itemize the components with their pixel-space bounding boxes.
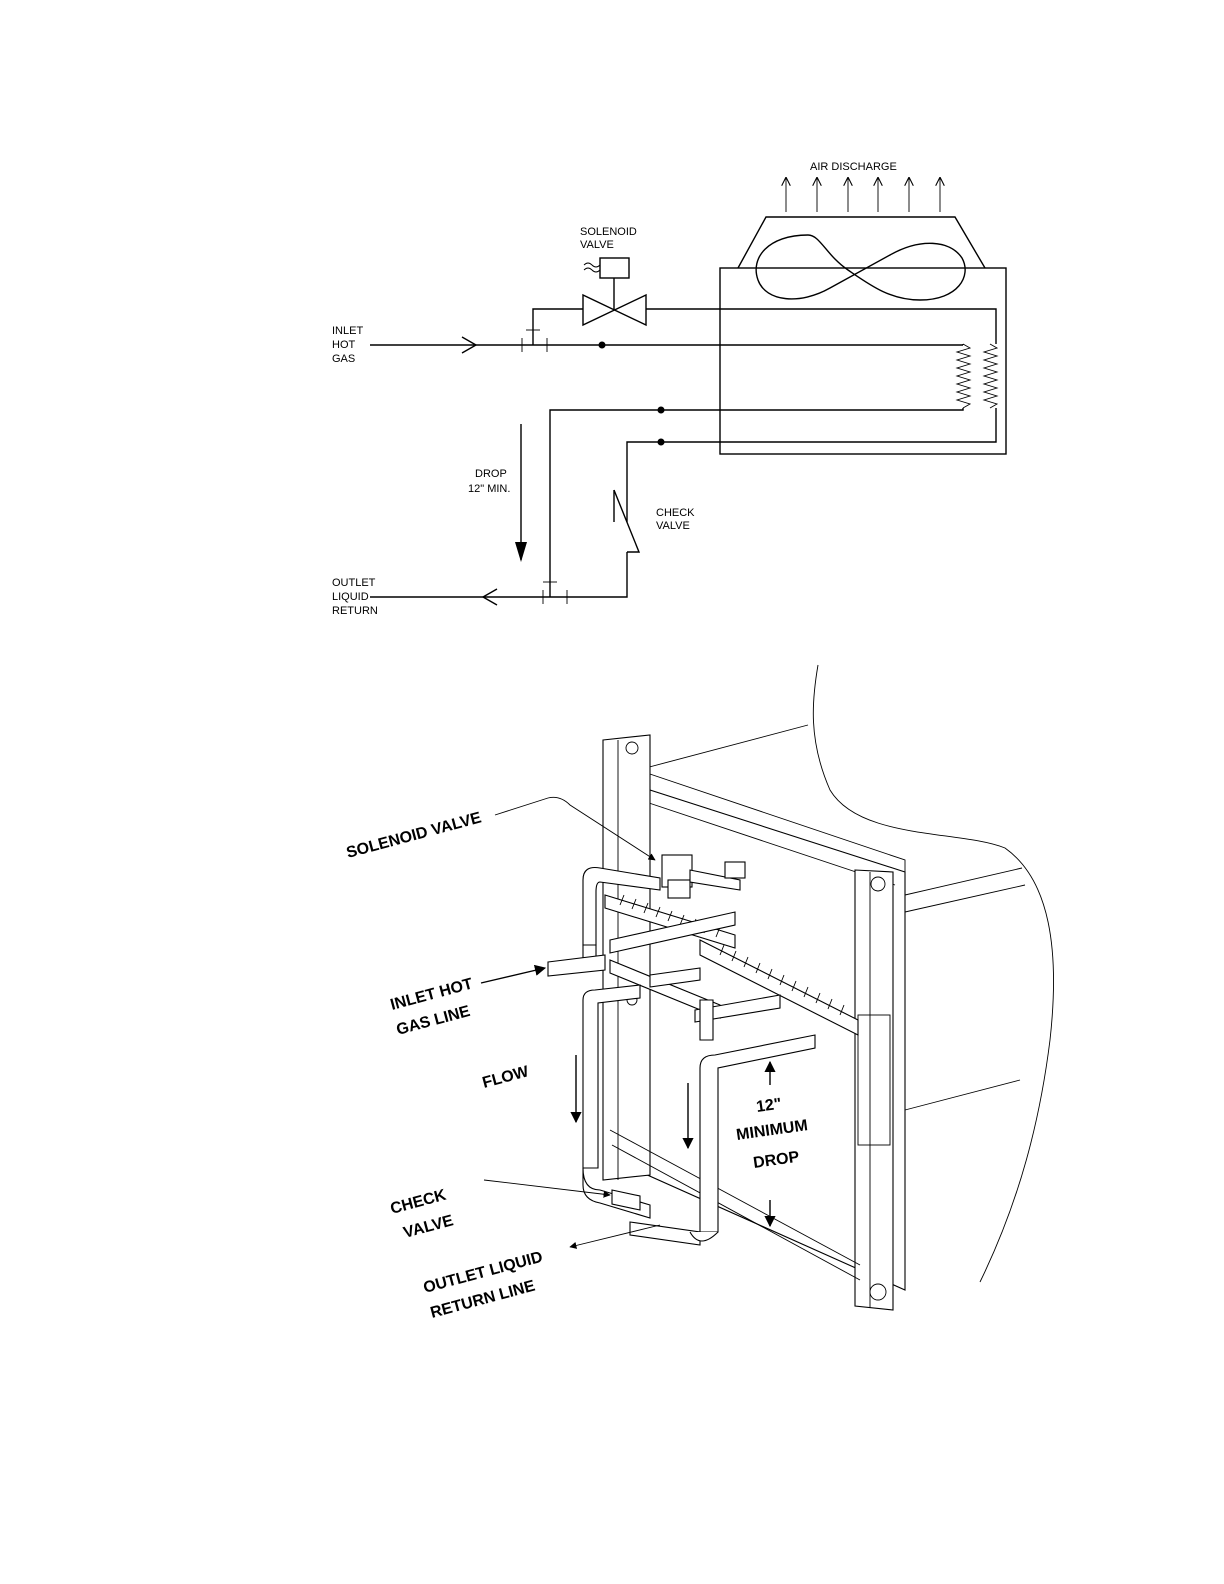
check-valve-label-1: CHECK bbox=[656, 507, 695, 519]
isometric-diagram: SOLENOID VALVE INLET HOT GAS LINE FLOW 1… bbox=[345, 665, 1054, 1322]
outlet-tee-dot-1 bbox=[658, 407, 665, 414]
air-discharge-arrows bbox=[786, 178, 940, 212]
inlet-label-2: HOT bbox=[332, 339, 356, 351]
solenoid-coil bbox=[600, 258, 629, 278]
schematic-diagram: AIR DISCHARGE SOLENOID VALVE bbox=[332, 161, 1006, 617]
outlet-line bbox=[370, 552, 627, 597]
iso-drop-label-1: 12" bbox=[755, 1096, 783, 1116]
inlet-leader bbox=[481, 968, 545, 983]
inlet-label-3: GAS bbox=[332, 353, 355, 365]
outlet-liquid-pipe bbox=[630, 1222, 700, 1245]
duct-top-edge bbox=[638, 725, 808, 770]
coil-2 bbox=[984, 344, 997, 408]
drop-arrow-head bbox=[515, 542, 527, 562]
unit-box bbox=[720, 268, 1006, 454]
drop-label-2: 12" MIN. bbox=[468, 483, 510, 495]
air-discharge-label: AIR DISCHARGE bbox=[810, 161, 897, 173]
check-valve-label-2: VALVE bbox=[656, 520, 690, 532]
coil-outlet-1 bbox=[550, 408, 963, 597]
inlet-label-1: INLET bbox=[332, 325, 363, 337]
outlet-tee-dot-2 bbox=[658, 439, 665, 446]
left-rail bbox=[603, 735, 650, 1180]
inlet-tee-dot bbox=[599, 342, 606, 349]
solenoid-to-coil-line bbox=[646, 309, 996, 344]
outlet-label-2: LIQUID bbox=[332, 591, 369, 603]
coil-outlet-2 bbox=[627, 408, 996, 522]
outlet-label-3: RETURN bbox=[332, 605, 378, 617]
solenoid-label-2: VALVE bbox=[580, 239, 614, 251]
bypass-line bbox=[533, 309, 583, 345]
right-rail bbox=[855, 870, 893, 1310]
drop-label-1: DROP bbox=[475, 468, 507, 480]
iso-flow-label: FLOW bbox=[481, 1063, 532, 1092]
iso-check-label-1: CHECK bbox=[389, 1187, 449, 1218]
iso-check-label-2: VALVE bbox=[402, 1212, 456, 1242]
outlet-label-1: OUTLET bbox=[332, 577, 376, 589]
coil-1 bbox=[957, 344, 970, 408]
solenoid-label-1: SOLENOID bbox=[580, 226, 637, 238]
inlet-hot-gas-pipe bbox=[548, 955, 605, 976]
iso-solenoid-label: SOLENOID VALVE bbox=[345, 809, 484, 861]
